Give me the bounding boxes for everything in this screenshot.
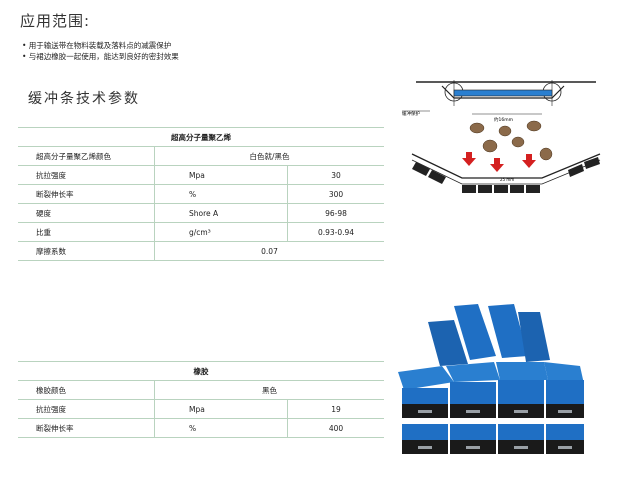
row-unit: % <box>154 418 288 438</box>
diagram-label-mid: 25 mm <box>500 177 514 182</box>
table-row: 硬度 Shore A 96-98 <box>18 203 384 223</box>
table-row: 断裂伸长率 % 300 <box>18 184 384 204</box>
row-unit: Mpa <box>154 399 288 419</box>
row-unit: Mpa <box>154 165 288 185</box>
row-unit: % <box>154 184 288 204</box>
section-title: 缓冲条技术参数 <box>28 91 140 107</box>
row-label: 抗拉强度 <box>18 165 155 185</box>
rubber-table-title: 橡胶 <box>18 361 384 381</box>
row-value: 0.07 <box>154 241 384 261</box>
table-row: 抗拉强度 Mpa 19 <box>18 399 384 419</box>
impact-arrow-icon <box>462 152 536 172</box>
diagram-label-left: 缓冲保护 <box>402 110 420 117</box>
row-label: 摩擦系数 <box>18 241 155 261</box>
row-value: 30 <box>287 165 384 185</box>
rubber-spec-table: 橡胶 橡胶颜色 黑色 抗拉强度 Mpa 19 断裂伸长率 % 400 <box>18 361 384 438</box>
table-row: 摩擦系数 0.07 <box>18 241 384 261</box>
row-label: 橡胶颜色 <box>18 380 155 400</box>
application-bullet-2: • 与裙边橡胶一起使用，能达到良好的密封效果 <box>22 52 179 61</box>
row-unit: g/cm³ <box>154 222 288 242</box>
row-value: 19 <box>287 399 384 419</box>
table-row: 断裂伸长率 % 400 <box>18 418 384 438</box>
table-row: 橡胶颜色 黑色 <box>18 380 384 400</box>
row-label: 抗拉强度 <box>18 399 155 419</box>
row-value: 0.93-0.94 <box>287 222 384 242</box>
impact-bar-diagram: 缓冲保护 约16mm 25 mm <box>402 80 601 193</box>
table-row: 抗拉强度 Mpa 30 <box>18 165 384 185</box>
row-value: 400 <box>287 418 384 438</box>
row-label: 断裂伸长率 <box>18 184 155 204</box>
rock-material-icon <box>469 120 553 161</box>
uhmwpe-table-title: 超高分子量聚乙烯 <box>18 127 384 147</box>
table-row: 比重 g/cm³ 0.93-0.94 <box>18 222 384 242</box>
row-label: 比重 <box>18 222 155 242</box>
impact-bars-trough <box>412 157 600 193</box>
row-label: 超高分子量聚乙烯颜色 <box>18 146 155 166</box>
diagram-label-bottom: 约16mm <box>494 116 513 123</box>
table-row: 超高分子量聚乙烯颜色 白色就/黑色 <box>18 146 384 166</box>
row-value: 96-98 <box>287 203 384 223</box>
impact-bar-stack <box>398 304 584 454</box>
row-label: 硬度 <box>18 203 155 223</box>
row-value: 白色就/黑色 <box>154 146 384 166</box>
row-value: 300 <box>287 184 384 204</box>
row-label: 断裂伸长率 <box>18 418 155 438</box>
row-value: 黑色 <box>154 380 384 400</box>
page-title: 应用范围: <box>20 12 91 30</box>
row-unit: Shore A <box>154 203 288 223</box>
impact-bars-photo <box>398 304 584 454</box>
application-bullet-1: • 用于输送带在物料装载及落料点的减震保护 <box>22 41 172 50</box>
uhmwpe-spec-table: 超高分子量聚乙烯 超高分子量聚乙烯颜色 白色就/黑色 抗拉强度 Mpa 30 断… <box>18 127 384 261</box>
